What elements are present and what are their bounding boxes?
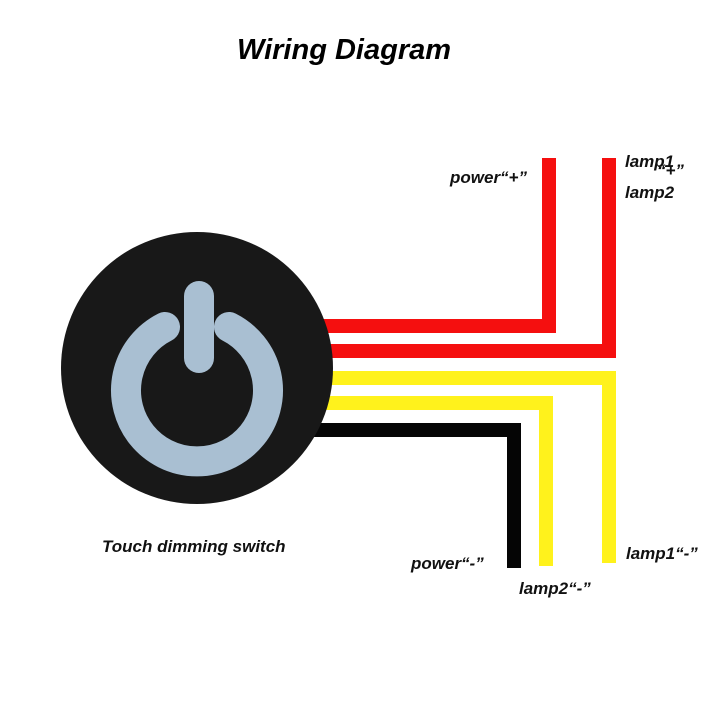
terminal-label-lamp2: lamp2 <box>625 183 675 202</box>
touch-dimming-switch <box>61 232 333 504</box>
wire-lamp2-minus <box>300 396 553 566</box>
wire-lamp1-minus <box>300 371 616 563</box>
power-icon <box>111 281 283 477</box>
terminal-label-plus: “+” <box>657 161 684 180</box>
wire-power-plus <box>300 158 556 333</box>
switch-label: Touch dimming switch <box>102 537 286 556</box>
wire-lamp-plus <box>300 158 616 358</box>
terminal-label-lamp1: lamp1 <box>625 152 675 171</box>
wire-power-minus <box>300 423 521 568</box>
terminal-label-lamp2-minus: lamp2“-” <box>519 579 591 598</box>
terminal-label-power-plus: power“+” <box>450 168 527 187</box>
terminal-label-power-minus: power“-” <box>411 554 484 573</box>
diagram-title: Wiring Diagram <box>236 34 452 66</box>
terminal-label-lamp1-minus: lamp1“-” <box>626 544 698 563</box>
